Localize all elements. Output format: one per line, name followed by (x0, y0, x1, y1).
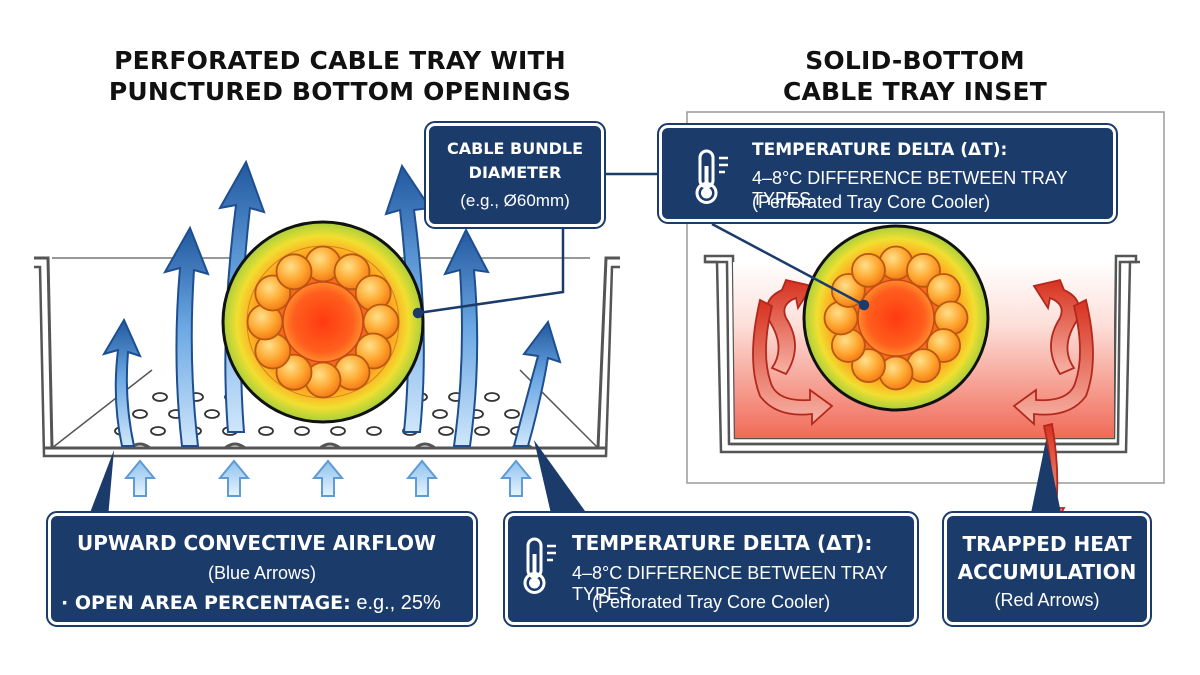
inflow-arrows (123, 459, 533, 497)
perforated-tray-title: PERFORATED CABLE TRAY WITH PUNCTURED BOT… (100, 45, 580, 107)
callout-heading: TEMPERATURE DELTA (ΔT): (572, 531, 873, 555)
airflow-arrow (512, 319, 562, 447)
title-line: PERFORATED CABLE TRAY WITH (114, 46, 566, 75)
inset-frame (686, 111, 1165, 484)
conductor-cells (823, 245, 969, 391)
title-line: SOLID-BOTTOM (805, 46, 1025, 75)
airflow-arrow (162, 225, 210, 447)
thermometer-icon (523, 537, 556, 594)
callout-heading: TEMPERATURE DELTA (ΔT): (752, 140, 1008, 160)
heat-arrow (1012, 298, 1094, 427)
callout-text: (Red Arrows) (994, 590, 1100, 610)
temperature-delta-callout-bottom: TEMPERATURE DELTA (ΔT): 4–8°C DIFFERENCE… (503, 511, 919, 627)
title-line: CABLE TRAY INSET (782, 77, 1048, 106)
callout-heading: ACCUMULATION (957, 560, 1137, 584)
callout-heading: CABLE BUNDLE (447, 139, 583, 158)
conductor-cells (246, 245, 400, 399)
airflow-callout: UPWARD CONVECTIVE AIRFLOW (Blue Arrows) … (46, 511, 478, 627)
conductor-cell (851, 252, 886, 288)
open-area-value: e.g., 25% (350, 592, 441, 614)
callout-text: (e.g., Ø60mm) (460, 191, 570, 210)
open-area-line: · OPEN AREA PERCENTAGE: e.g., 25% (61, 592, 441, 615)
cable-bundle-left (221, 220, 425, 424)
callout-text: (Perforated Tray Core Cooler) (592, 592, 831, 612)
trapped-heat-arrows (752, 278, 1094, 535)
cable-bundle-right (802, 224, 990, 412)
conductor-cell (275, 253, 313, 291)
callout-text: (Perforated Tray Core Cooler) (752, 192, 991, 212)
temperature-delta-callout-top: TEMPERATURE DELTA (ΔT): 4–8°C DIFFERENCE… (657, 123, 1118, 224)
callout-pointers (88, 440, 1062, 518)
callout-heading: TRAPPED HEAT (962, 532, 1132, 556)
thermometer-icon (695, 149, 728, 204)
leader-lines (412, 172, 870, 319)
trapped-heat-callout: TRAPPED HEAT ACCUMULATION (Red Arrows) (942, 511, 1152, 627)
title-line: PUNCTURED BOTTOM OPENINGS (108, 77, 572, 106)
airflow-arrow (443, 227, 490, 447)
open-area-label: · OPEN AREA PERCENTAGE: (61, 592, 351, 614)
callout-text: 4–8°C DIFFERENCE BETWEEN TRAY TYPES (752, 168, 1068, 209)
callout-text: (Blue Arrows) (207, 563, 317, 583)
airflow-arrow (101, 317, 142, 447)
callout-text: 4–8°C DIFFERENCE BETWEEN TRAY TYPES (572, 563, 888, 604)
cable-diameter-callout: CABLE BUNDLE DIAMETER (e.g., Ø60mm) (424, 121, 606, 229)
solid-tray-title: SOLID-BOTTOM CABLE TRAY INSET (770, 45, 1060, 107)
callout-heading: DIAMETER (468, 163, 562, 182)
heat-arrow (752, 298, 834, 427)
callout-heading: UPWARD CONVECTIVE AIRFLOW (77, 531, 437, 555)
